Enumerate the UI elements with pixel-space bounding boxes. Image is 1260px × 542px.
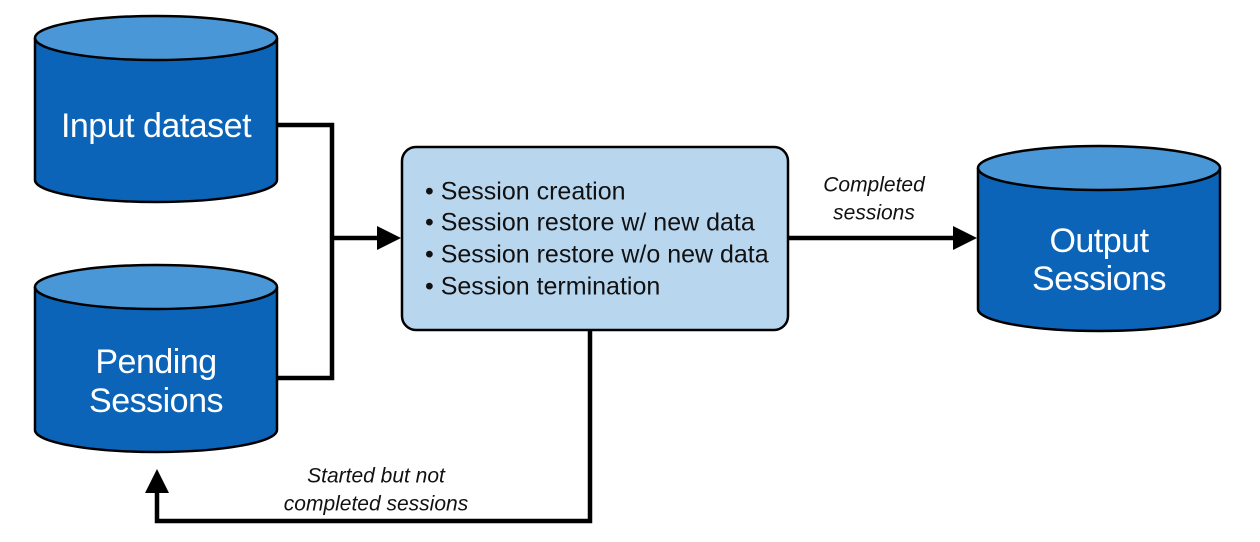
pending-sessions-db-body — [33, 287, 279, 454]
pending-sessions-db-top — [33, 263, 279, 311]
edge-label-completed-line2: sessions — [833, 202, 915, 225]
pending-sessions-db: Pending Sessions — [33, 263, 279, 454]
process-item-restore-with-data: • Session restore w/ new data — [425, 209, 755, 237]
connector-process-to-pending — [154, 330, 593, 524]
connector-pending-to-junction — [277, 238, 335, 381]
input-dataset-db-body — [33, 38, 279, 204]
process-item-session-termination: • Session termination — [425, 273, 660, 301]
edge-label-started-line1: Started but not — [307, 465, 446, 488]
connector-input-to-junction — [277, 122, 335, 238]
edge-label-started-line2: completed sessions — [284, 493, 469, 516]
process-box: • Session creation • Session restore w/ … — [400, 145, 790, 332]
process-box-rect — [400, 145, 790, 332]
edge-label-completed-line1: Completed — [823, 174, 926, 197]
arrowhead-into-process — [377, 226, 401, 250]
process-item-restore-without-data: • Session restore w/o new data — [425, 241, 769, 269]
output-sessions-label-line1: Output — [1049, 222, 1149, 260]
input-dataset-db-top — [33, 14, 279, 62]
output-sessions-label-line2: Sessions — [1032, 260, 1166, 298]
input-dataset-label: Input dataset — [61, 107, 252, 145]
arrowhead-into-output — [953, 226, 977, 250]
output-sessions-db: Output Sessions — [976, 144, 1222, 333]
process-item-session-creation: • Session creation — [425, 178, 626, 206]
arrowhead-into-pending — [145, 469, 169, 493]
output-sessions-db-body — [976, 168, 1222, 333]
output-sessions-db-top — [976, 144, 1222, 192]
pending-sessions-label-line2: Sessions — [89, 382, 223, 420]
input-dataset-db: Input dataset — [33, 14, 279, 204]
pending-sessions-label-line1: Pending — [95, 343, 216, 381]
